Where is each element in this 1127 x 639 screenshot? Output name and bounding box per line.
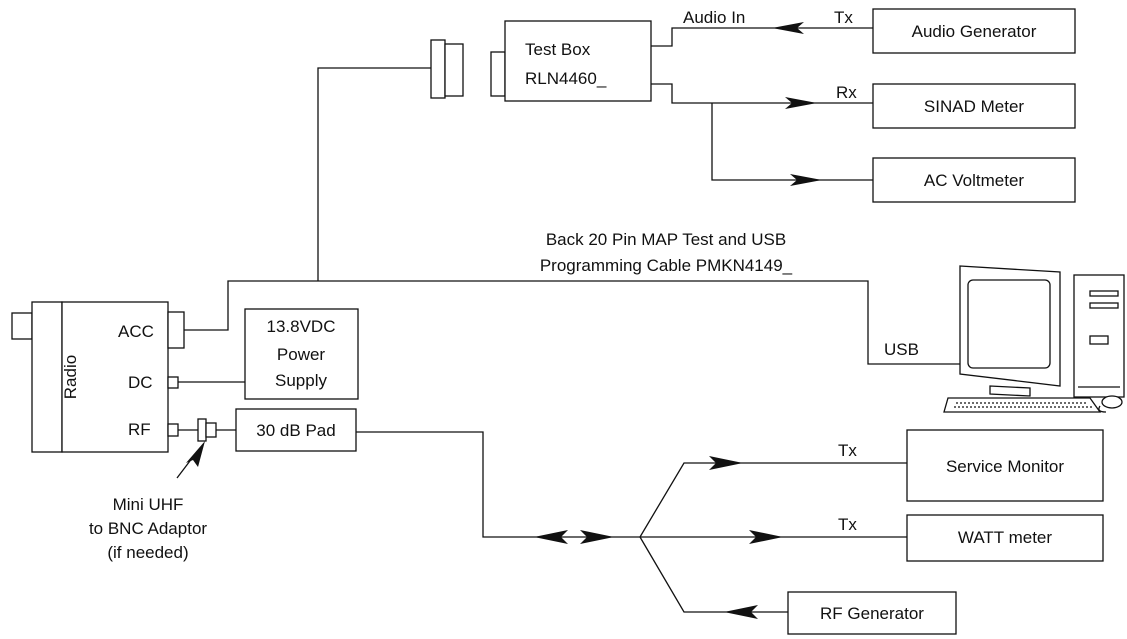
test-box [504, 20, 652, 102]
rf-cable [356, 431, 640, 538]
radio-label: Radio [61, 355, 80, 399]
sinad-meter-box [872, 83, 1076, 129]
test-box-title: Test Box [525, 40, 591, 59]
ac-voltmeter-box [872, 157, 1076, 203]
radio-body [61, 301, 169, 453]
rx-label: Rx [836, 83, 857, 102]
radio-front [31, 301, 63, 453]
rf-connector [167, 423, 179, 437]
sinad-meter-label: SINAD Meter [924, 97, 1024, 116]
acc-label: ACC [118, 322, 154, 341]
service-monitor-label: Service Monitor [946, 457, 1064, 476]
ac-voltmeter-arrow [790, 174, 822, 186]
pad-box [235, 408, 357, 452]
rx-line [651, 83, 873, 104]
ac-voltmeter-line [711, 103, 873, 181]
rf-label: RF [128, 420, 151, 439]
usb-label: USB [884, 340, 919, 359]
power-supply-line1: 13.8VDC [267, 317, 336, 336]
computer-icon [943, 265, 1125, 413]
audio-generator-label: Audio Generator [912, 22, 1037, 41]
adaptor-label-line2: to BNC Adaptor [89, 519, 207, 538]
radio-knob [11, 312, 33, 340]
audio-generator-box [872, 8, 1076, 54]
adaptor-callout-arrow [186, 441, 205, 467]
watt-meter-box [906, 514, 1104, 562]
dc-connector [167, 376, 179, 389]
acc-connector [167, 311, 185, 349]
test-box-cable [317, 67, 431, 281]
cable-label-line1: Back 20 Pin MAP Test and USB [546, 230, 786, 249]
programming-cable [184, 280, 960, 365]
cable-label-line2: Programming Cable PMKN4149_ [540, 256, 793, 275]
rf-generator-label: RF Generator [820, 604, 924, 623]
watt-meter-label: WATT meter [958, 528, 1052, 547]
watt-meter-arrow [749, 530, 783, 544]
rf-generator-box [787, 591, 957, 635]
power-supply-line3: Supply [275, 371, 327, 390]
test-box-connector [430, 39, 506, 99]
service-monitor-box [906, 429, 1104, 502]
ac-voltmeter-label: AC Voltmeter [924, 171, 1024, 190]
power-supply-box [244, 308, 359, 400]
bidirectional-arrow-left [534, 530, 568, 544]
service-monitor-arrow [709, 456, 743, 470]
audio-in-label: Audio In [683, 8, 745, 27]
bnc-adaptor [197, 418, 236, 442]
power-supply-line2: Power [277, 345, 326, 364]
rf-generator-arrow [724, 605, 758, 619]
service-tx-label: Tx [838, 441, 857, 460]
audio-in-arrow [772, 22, 804, 34]
audio-in-line [651, 27, 873, 47]
test-box-model: RLN4460_ [525, 69, 607, 88]
rx-arrow [785, 97, 817, 109]
pad-label: 30 dB Pad [256, 421, 335, 440]
rf-generator-line [639, 536, 788, 613]
service-monitor-line [639, 462, 907, 538]
adaptor-label-line1: Mini UHF [113, 495, 184, 514]
watt-tx-label: Tx [838, 515, 857, 534]
bidirectional-arrow-right [580, 530, 614, 544]
audio-tx-label: Tx [834, 8, 853, 27]
dc-label: DC [128, 373, 153, 392]
adaptor-label-line3: (if needed) [107, 543, 188, 562]
